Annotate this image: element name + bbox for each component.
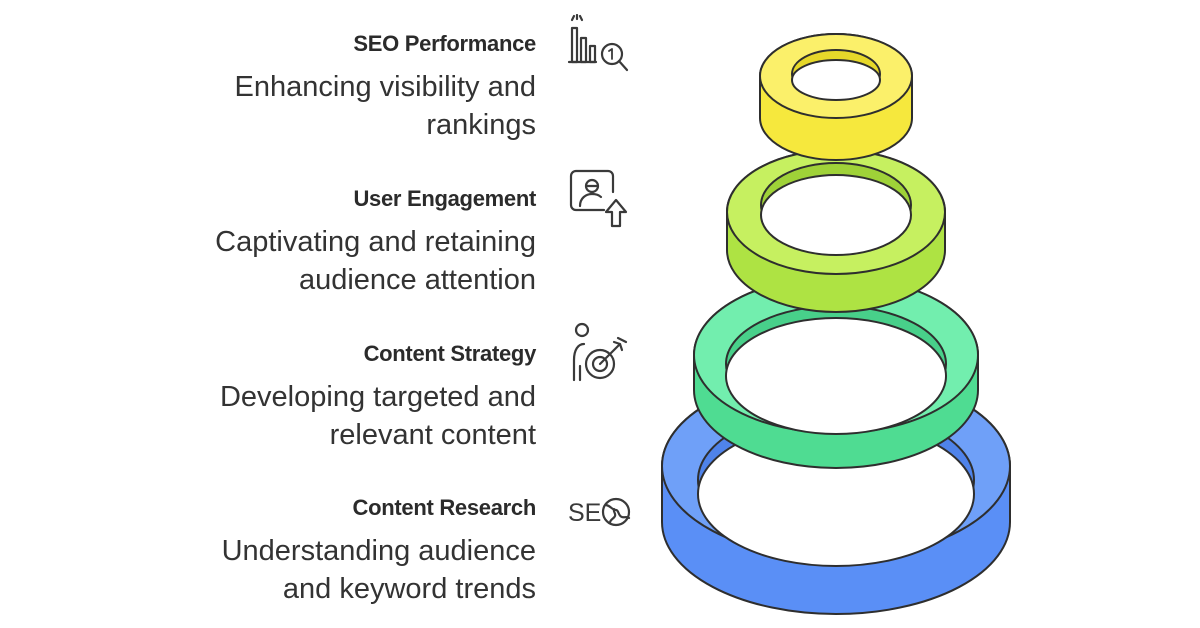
item-content-research: Content Research Understanding audience … (16, 494, 537, 608)
ring-seo-performance (759, 33, 913, 161)
item-description: Captivating and retaining audience atten… (215, 226, 536, 296)
item-description: Enhancing visibility and rankings (234, 71, 536, 141)
item-title: SEO Performance (353, 31, 536, 56)
item-title: Content Research (352, 495, 537, 520)
item-user-engagement: User Engagement Captivating and retainin… (16, 185, 536, 299)
user-upload-icon (569, 169, 628, 228)
item-description: Developing targeted and relevant content (219, 381, 536, 451)
ring-user-engagement (726, 149, 946, 313)
item-title: User Engagement (353, 186, 536, 211)
icon-label: SE (568, 499, 601, 527)
item-content-strategy: Content Strategy Developing targeted and… (16, 340, 536, 454)
item-title: Content Strategy (363, 341, 537, 366)
ring-content-strategy (693, 276, 979, 469)
item-description: Understanding audience and keyword trend… (221, 535, 536, 605)
item-seo-performance: SEO Performance Enhancing visibility and… (16, 30, 537, 144)
seo-globe-icon: SE (566, 488, 640, 552)
globe-icon: SE (568, 497, 631, 527)
target-strategy-icon (572, 322, 628, 382)
ranking-chart-icon (567, 14, 629, 72)
